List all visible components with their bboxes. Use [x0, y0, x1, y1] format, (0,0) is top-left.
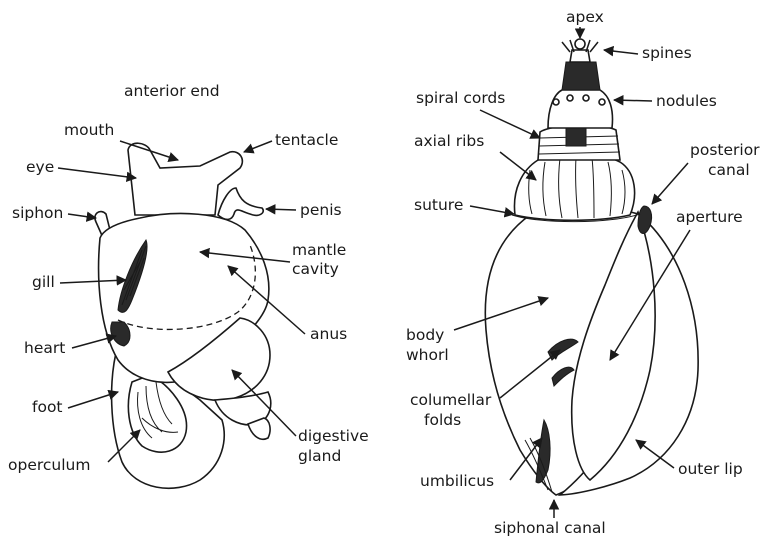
label-operculum: operculum	[8, 456, 90, 474]
label-mantle: mantle	[292, 241, 346, 259]
label-suture: suture	[414, 196, 463, 214]
label-gill: gill	[32, 273, 55, 291]
label-spines: spines	[642, 44, 692, 62]
label-gland: gland	[298, 447, 341, 465]
label-apex: apex	[566, 8, 604, 26]
nodules-whorl	[548, 90, 613, 128]
label-umbilicus: umbilicus	[420, 472, 494, 490]
penis-shape	[218, 188, 263, 219]
label-axial-ribs: axial ribs	[414, 132, 484, 150]
spine-whorl	[570, 50, 590, 62]
label-anus: anus	[310, 325, 347, 343]
axial-ribs-whorl	[514, 154, 634, 220]
label-outer-lip: outer lip	[678, 460, 743, 478]
label-canal: canal	[708, 161, 750, 179]
label-eye: eye	[26, 158, 54, 176]
label-body: body	[406, 326, 444, 344]
label-penis: penis	[300, 201, 342, 219]
upper-spire	[562, 62, 600, 90]
label-columellar: columellar	[410, 391, 492, 409]
spiral-cords-mark	[566, 128, 586, 146]
label-mouth: mouth	[64, 121, 114, 139]
label-siphon: siphon	[12, 204, 63, 222]
label-nodules: nodules	[656, 92, 717, 110]
label-anterior-end: anterior end	[124, 82, 220, 100]
label-whorl: whorl	[406, 346, 449, 364]
label-heart: heart	[24, 339, 65, 357]
label-posterior: posterior	[690, 141, 760, 159]
label-cavity: cavity	[292, 260, 339, 278]
snail-anatomy-figure	[95, 143, 271, 488]
apex-shape	[575, 39, 585, 49]
label-siphonal-canal: siphonal canal	[494, 519, 606, 537]
label-spiral-cords: spiral cords	[416, 89, 505, 107]
label-aperture: aperture	[676, 208, 743, 226]
label-foot: foot	[32, 398, 63, 416]
label-folds: folds	[424, 411, 461, 429]
label-digestive: digestive	[298, 427, 369, 445]
label-tentacle: tentacle	[275, 131, 338, 149]
